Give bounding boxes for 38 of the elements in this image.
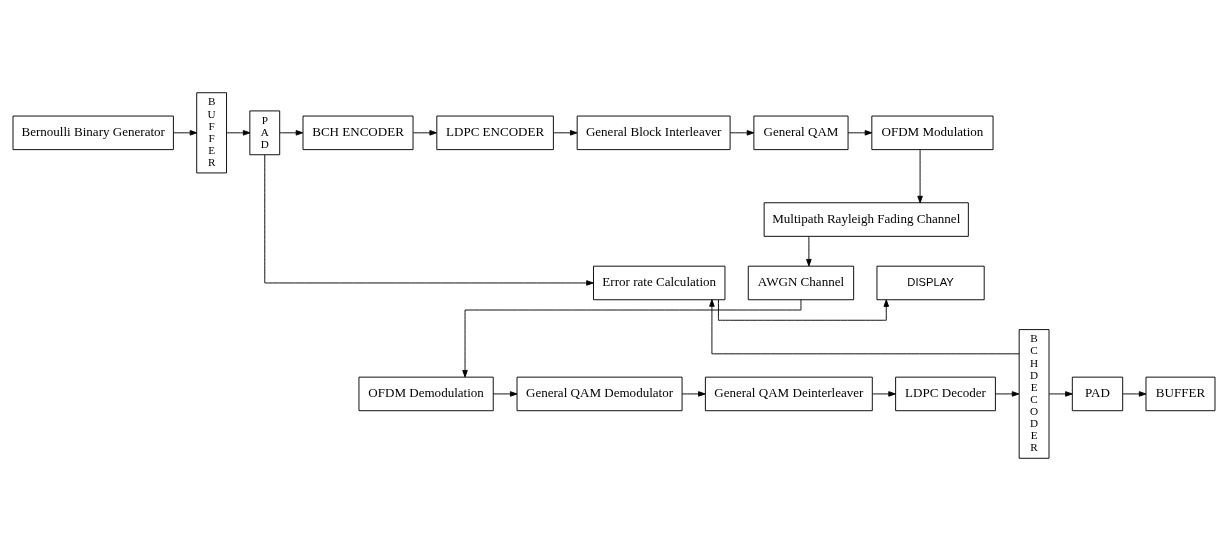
arrow (806, 235, 812, 266)
arrow (717, 298, 890, 321)
arrow (872, 390, 896, 397)
node-box: DISPLAY (876, 265, 985, 300)
arrow (681, 390, 706, 397)
arrow (709, 298, 1020, 354)
node-box: AWGN Channel (747, 265, 855, 300)
node-box: PAD (249, 109, 281, 155)
node-box: BCH ENCODER (302, 115, 414, 150)
arrow (995, 390, 1020, 397)
node-box: General Block Interleaver (576, 115, 731, 150)
arrow (412, 129, 437, 136)
node-box: BCH DECODER (1018, 328, 1050, 459)
arrow (917, 149, 923, 203)
node-box: General QAM Deinterleaver (704, 376, 873, 411)
node-box: Multipath Rayleigh Fading Channel (763, 201, 969, 237)
arrow (226, 129, 251, 136)
arrow (729, 129, 755, 136)
arrow (492, 390, 518, 397)
node-box: OFDM Demodulation (358, 376, 494, 411)
node-box: Error rate Calculation (593, 265, 726, 300)
node-box: General QAM Demodulator (516, 376, 683, 411)
arrow (553, 129, 578, 136)
node-box: LDPC Decoder (895, 376, 996, 411)
arrow (264, 154, 594, 286)
arrow (173, 129, 198, 136)
arrow (462, 298, 802, 377)
arrow (279, 129, 304, 136)
node-box: Bernoulli Binary Generator (12, 115, 174, 150)
node-box: BUFFER (196, 91, 227, 173)
node-box: LDPC ENCODER (436, 115, 554, 150)
node-box: BUFFER (1145, 376, 1216, 411)
arrow (1048, 390, 1073, 397)
node-box: General QAM (753, 115, 849, 150)
arrow (1122, 390, 1147, 397)
arrow (847, 129, 873, 136)
node-box: OFDM Modulation (871, 115, 994, 150)
node-box: PAD (1071, 376, 1124, 411)
